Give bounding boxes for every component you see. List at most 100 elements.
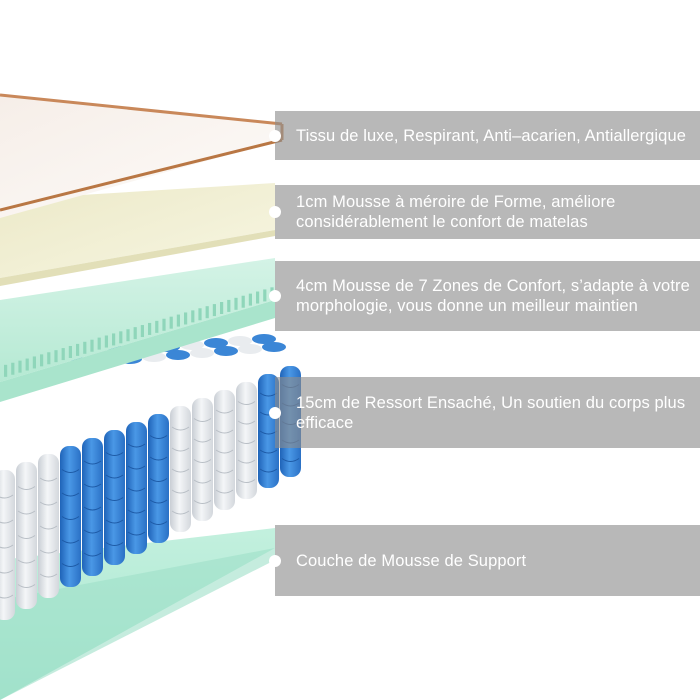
foam-rib bbox=[234, 297, 238, 310]
spring-quilt-line bbox=[193, 479, 212, 484]
foam-rib bbox=[198, 308, 202, 321]
spring-quilt-line bbox=[149, 499, 168, 504]
callout-label: Tissu de luxe, Respirant, Anti–acarien, … bbox=[296, 126, 687, 145]
spring-quilt-line bbox=[193, 459, 212, 463]
spring-quilt-line bbox=[215, 429, 234, 434]
spring-quilt-line bbox=[105, 497, 124, 501]
spring-top bbox=[262, 342, 286, 352]
spring-quilt-line bbox=[259, 468, 278, 473]
spring-quilt-line bbox=[39, 573, 58, 578]
spring-quilt-line bbox=[83, 529, 102, 534]
spring-quilt-line bbox=[61, 492, 80, 497]
spring-quilt-line bbox=[193, 438, 212, 443]
spring-top bbox=[166, 350, 190, 360]
foam-rib bbox=[140, 325, 144, 338]
spring-quilt-line bbox=[237, 440, 256, 444]
spring-quilt-line bbox=[0, 594, 14, 599]
pointer-dot bbox=[269, 290, 281, 302]
pointer-dot bbox=[269, 206, 281, 218]
spring-quilt-line bbox=[17, 486, 36, 490]
spring-quilt-line bbox=[0, 569, 14, 574]
foam-rib bbox=[4, 364, 8, 377]
pointer-dot bbox=[269, 554, 281, 567]
callout-pocket-springs: 15cm de Ressort Ensaché, Un soutien du c… bbox=[269, 377, 700, 448]
foam-rib bbox=[18, 360, 22, 373]
spring-quilt-line bbox=[17, 535, 36, 539]
spring-top bbox=[228, 336, 252, 346]
spring-quilt-line bbox=[0, 494, 14, 499]
spring-quilt-line bbox=[105, 542, 124, 546]
foam-rib bbox=[133, 327, 137, 340]
foam-rib bbox=[40, 354, 44, 367]
spring-quilt-line bbox=[149, 478, 168, 482]
foam-rib bbox=[104, 335, 108, 348]
spring-quilt-line bbox=[0, 519, 14, 524]
spring-quilt-line bbox=[61, 563, 80, 567]
foam-rib bbox=[148, 322, 152, 335]
callout-label: Couche de Mousse de Support bbox=[296, 551, 527, 570]
callout-memory-foam: 1cm Mousse à méroire de Forme, améliore … bbox=[269, 185, 700, 239]
spring-quilt-line bbox=[83, 483, 102, 488]
spring-quilt-line bbox=[39, 477, 58, 482]
spring-quilt-line bbox=[127, 531, 146, 536]
callout-fabric: Tissu de luxe, Respirant, Anti–acarien, … bbox=[269, 111, 700, 160]
foam-rib bbox=[47, 352, 51, 365]
foam-rib bbox=[205, 306, 209, 319]
spring-quilt-line bbox=[171, 426, 190, 431]
spring-quilt-line bbox=[193, 500, 212, 504]
foam-rib bbox=[11, 362, 15, 375]
callout-label: 1cm Mousse à méroire de Forme, améliore … bbox=[296, 193, 616, 231]
spring-quilt-line bbox=[83, 460, 102, 465]
spring-quilt-line bbox=[237, 479, 256, 483]
spring-quilt-line bbox=[39, 525, 58, 530]
spring-quilt-line bbox=[215, 449, 234, 454]
foam-rib bbox=[68, 345, 72, 358]
spring-quilt-line bbox=[105, 452, 124, 456]
spring-quilt-line bbox=[17, 559, 36, 564]
spring-quilt-line bbox=[237, 401, 256, 405]
foam-rib bbox=[32, 356, 36, 369]
spring-quilt-line bbox=[17, 584, 36, 588]
pointer-dot bbox=[269, 406, 281, 419]
pocket-spring bbox=[258, 374, 279, 488]
foam-rib bbox=[263, 289, 267, 302]
foam-rib bbox=[25, 358, 29, 371]
foam-rib bbox=[119, 331, 123, 344]
spring-top bbox=[238, 344, 262, 354]
foam-rib bbox=[112, 333, 116, 346]
spring-quilt-line bbox=[171, 489, 190, 494]
spring-quilt-line bbox=[215, 489, 234, 494]
spring-top bbox=[190, 348, 214, 358]
pocket-spring bbox=[16, 462, 37, 609]
spring-quilt-line bbox=[215, 469, 234, 474]
foam-rib bbox=[61, 348, 65, 361]
fabric-top-layer bbox=[0, 93, 284, 218]
spring-quilt-line bbox=[171, 447, 190, 452]
spring-quilt-line bbox=[127, 465, 146, 470]
foam-rib bbox=[176, 314, 180, 327]
spring-quilt-line bbox=[105, 474, 124, 479]
spring-quilt-line bbox=[61, 516, 80, 520]
foam-rib bbox=[241, 295, 245, 308]
callout-comfort-foam: 4cm Mousse de 7 Zones de Confort, s’adap… bbox=[269, 261, 700, 331]
foam-rib bbox=[227, 299, 231, 312]
spring-quilt-line bbox=[127, 487, 146, 492]
spring-quilt-line bbox=[237, 420, 256, 425]
pocket-spring bbox=[0, 470, 15, 620]
foam-rib bbox=[220, 302, 224, 314]
foam-rib bbox=[83, 341, 87, 354]
spring-quilt-line bbox=[281, 458, 300, 462]
foam-rib bbox=[126, 329, 130, 342]
pocket-spring bbox=[126, 422, 147, 554]
foam-rib bbox=[191, 310, 195, 323]
spring-quilt-line bbox=[149, 456, 168, 461]
spring-quilt-line bbox=[127, 509, 146, 514]
pocket-spring bbox=[192, 398, 213, 521]
spring-quilt-line bbox=[127, 443, 146, 448]
spring-quilt-line bbox=[61, 469, 80, 473]
spring-top bbox=[252, 334, 276, 344]
foam-rib bbox=[248, 293, 252, 306]
foam-rib bbox=[169, 316, 173, 329]
